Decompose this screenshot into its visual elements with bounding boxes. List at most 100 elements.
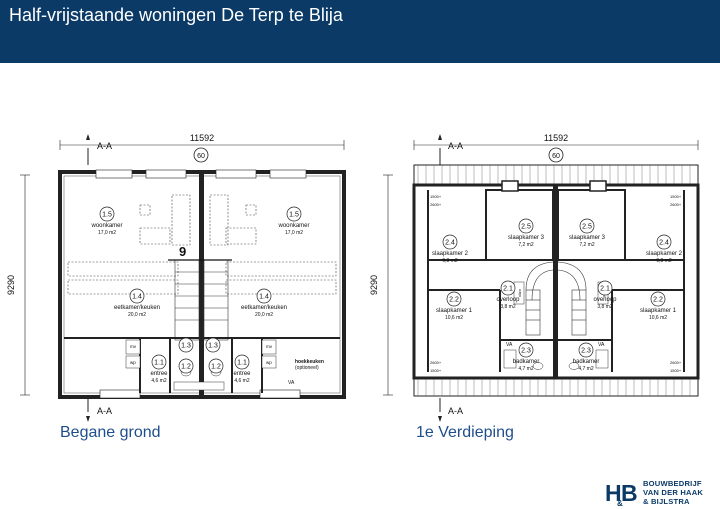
svg-text:2600+: 2600+ bbox=[670, 202, 682, 207]
room-number: 2.2 bbox=[653, 297, 663, 304]
svg-text:2600+: 2600+ bbox=[430, 202, 442, 207]
room-number-circle bbox=[286, 206, 302, 222]
room-number-circle bbox=[518, 342, 534, 358]
room-area: 9,3 m2 bbox=[442, 258, 458, 264]
room-number: 2.3 bbox=[521, 348, 531, 355]
room-name: entree bbox=[150, 371, 168, 377]
room-name: badkamer bbox=[573, 359, 600, 365]
tag-wp-right: wp bbox=[266, 360, 272, 365]
room-area: 17,0 m2 bbox=[98, 230, 116, 236]
room-area: 4,6 m2 bbox=[151, 378, 167, 384]
section-marker-bottom bbox=[438, 398, 442, 422]
room-number-circle bbox=[446, 291, 462, 307]
room-number: 2.4 bbox=[659, 240, 669, 247]
section-marker-top bbox=[86, 134, 90, 165]
room-name: slaapkamer 2 bbox=[432, 251, 469, 257]
floor-label-ground: Begane grond bbox=[60, 424, 161, 441]
party-wall bbox=[199, 172, 204, 397]
room-number-circle bbox=[578, 342, 594, 358]
rear-windows bbox=[99, 389, 301, 399]
room-number-circle bbox=[129, 288, 145, 304]
width-dimension-label: 11592 bbox=[190, 133, 214, 143]
room-number: 2.1 bbox=[600, 286, 610, 293]
roof-band-bottom bbox=[413, 377, 699, 397]
room-area: 10,6 m2 bbox=[649, 315, 667, 321]
axis-marker bbox=[548, 147, 564, 163]
room-name: badkamer bbox=[513, 359, 540, 365]
tag-va-right: VA bbox=[598, 342, 605, 348]
section-label-top: A-A bbox=[448, 141, 463, 151]
svg-text:1500+: 1500+ bbox=[430, 368, 442, 373]
room-number-circle bbox=[442, 234, 458, 250]
page-title: Half-vrijstaande woningen De Terp te Bli… bbox=[9, 5, 343, 25]
room-name: slaapkamer 1 bbox=[436, 308, 473, 314]
axis-number: 60 bbox=[197, 153, 205, 160]
room-number-circle bbox=[518, 218, 534, 234]
room-number-circle bbox=[208, 358, 224, 374]
note-optioneel: (optioneel) bbox=[295, 365, 319, 371]
furniture-left bbox=[67, 194, 191, 295]
room-label: 1.3 bbox=[178, 337, 194, 353]
room-number: 2.4 bbox=[445, 240, 455, 247]
room-label: 1.2 bbox=[208, 358, 224, 374]
hb-logo-icon: H B & bbox=[604, 477, 640, 507]
furniture-right bbox=[209, 194, 337, 295]
room-area: 10,6 m2 bbox=[445, 315, 463, 321]
tag-vlizo-left: vlizo bbox=[517, 288, 522, 297]
tag-mv-right: mv bbox=[266, 344, 273, 349]
room-name: slaapkamer 1 bbox=[640, 308, 677, 314]
room-area: 4,7 m2 bbox=[578, 366, 594, 372]
front-windows bbox=[95, 169, 307, 179]
tag-va-left: VA bbox=[506, 342, 513, 348]
room-number: 2.5 bbox=[582, 224, 592, 231]
room-number: 1.2 bbox=[211, 364, 221, 371]
note-hoekkeuken: hoekkeuken bbox=[295, 359, 324, 365]
room-number: 1.1 bbox=[154, 360, 164, 367]
room-name: eetkamer/keuken bbox=[241, 305, 287, 311]
room-number: 1.5 bbox=[102, 212, 112, 219]
room-area: 9,3 m2 bbox=[656, 258, 672, 264]
room-number-circle bbox=[656, 234, 672, 250]
room-number-circle bbox=[650, 291, 666, 307]
width-dimension bbox=[59, 140, 345, 150]
depth-dimension bbox=[20, 174, 30, 396]
room-number-circle bbox=[178, 358, 194, 374]
utility-boxes bbox=[125, 339, 277, 369]
width-dimension-label: 11592 bbox=[544, 133, 568, 143]
room-label: 1.3 bbox=[205, 337, 221, 353]
svg-text:1500+: 1500+ bbox=[430, 194, 442, 199]
room-number: 1.4 bbox=[132, 294, 142, 301]
chimneys bbox=[501, 180, 607, 192]
stairs-left bbox=[525, 261, 554, 336]
room-number: 2.3 bbox=[581, 348, 591, 355]
width-dimension bbox=[413, 140, 699, 150]
room-name: slaapkamer 3 bbox=[508, 235, 545, 241]
room-number: 1.3 bbox=[181, 343, 191, 350]
section-label-bottom: A-A bbox=[97, 406, 112, 416]
svg-text:B: B bbox=[621, 480, 638, 506]
roof-band-top bbox=[413, 164, 699, 186]
room-name: slaapkamer 2 bbox=[646, 251, 683, 257]
section-label-top: A-A bbox=[97, 141, 112, 151]
room-name: slaapkamer 3 bbox=[569, 235, 606, 241]
room-number-circle bbox=[99, 206, 115, 222]
room-number: 1.5 bbox=[289, 212, 299, 219]
height-markers: 1500+ 2600+ 1500+ 2600+ 2600+ 1500+ 2600… bbox=[430, 194, 682, 373]
company-logo: H B & BOUWBEDRIJF VAN DER HAAK & BIJLSTR… bbox=[604, 477, 716, 507]
room-name: entree bbox=[233, 371, 251, 377]
room-number-circle bbox=[205, 337, 221, 353]
axis-marker bbox=[193, 147, 209, 163]
room-label: 2.4 slaapkamer 29,3 m2 bbox=[646, 234, 683, 264]
depth-dimension-label: 9290 bbox=[369, 275, 379, 295]
room-area: 20,0 m2 bbox=[128, 312, 146, 318]
logo-line-1: BOUWBEDRIJF bbox=[643, 479, 702, 488]
section-marker-top bbox=[438, 134, 442, 165]
room-area: 3,8 m2 bbox=[597, 304, 613, 310]
